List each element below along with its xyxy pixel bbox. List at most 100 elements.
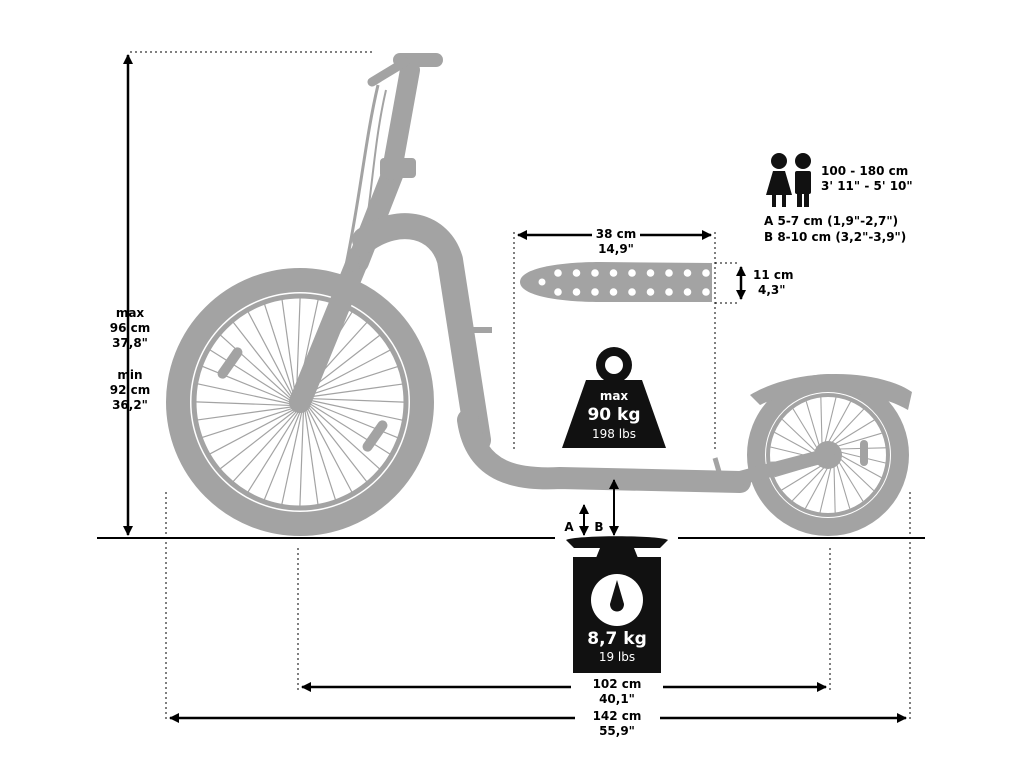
clearance-a-label: A — [564, 520, 574, 534]
spoke — [232, 410, 298, 483]
spoke — [209, 409, 294, 455]
spoke — [308, 404, 381, 470]
deck-hole — [609, 288, 618, 296]
spoke — [309, 403, 391, 455]
overall-length-dimension — [165, 492, 911, 723]
rider-height-cm: 100 - 180 cm — [821, 164, 909, 178]
spoke — [209, 349, 291, 401]
spoke — [820, 397, 823, 445]
deck-width-in: 4,3" — [758, 283, 786, 297]
height-dimension — [123, 51, 372, 536]
height-max-in: 37,8" — [112, 336, 148, 350]
deck-width-dimension — [715, 262, 746, 304]
deck-hole — [628, 269, 636, 277]
spoke — [197, 406, 292, 421]
wheelbase-in: 40,1" — [599, 692, 635, 706]
spoke — [827, 401, 852, 444]
spoke — [299, 411, 305, 507]
spoke — [305, 409, 337, 500]
spoke — [839, 454, 882, 479]
spoke — [833, 465, 836, 513]
spoke — [263, 411, 301, 500]
height-max-label: max — [115, 306, 145, 320]
spoke — [309, 401, 398, 439]
spoke — [833, 419, 875, 446]
female-icon — [766, 153, 792, 207]
male-icon — [795, 153, 811, 207]
spoke — [781, 418, 817, 453]
spoke — [830, 408, 865, 444]
deck-hole — [554, 288, 562, 296]
deck-hole — [572, 269, 581, 277]
deck-hole — [665, 269, 673, 277]
frame — [352, 213, 835, 493]
rider-icons — [766, 153, 811, 207]
spoke — [247, 311, 293, 396]
deck-hole — [538, 278, 546, 286]
spoke — [835, 463, 851, 509]
spoke — [804, 466, 829, 509]
deck-length-cm: 38 cm — [595, 227, 637, 241]
height-max-cm: 96 cm — [109, 321, 151, 335]
scooter-weight-lbs: 19 lbs — [598, 650, 636, 664]
deck-hole — [591, 288, 599, 296]
spoke — [836, 432, 882, 448]
deck-hole — [646, 269, 655, 277]
deck-hole — [591, 269, 599, 277]
spoke — [819, 466, 832, 513]
spoke — [308, 383, 403, 398]
clearance-b-label: B — [594, 520, 604, 534]
spoke — [281, 411, 303, 505]
spoke — [839, 457, 875, 492]
deck-hole — [554, 269, 562, 277]
deck-hole — [628, 288, 636, 296]
scooter-silhouette — [166, 53, 912, 536]
spoke — [309, 399, 403, 421]
spoke — [195, 401, 291, 407]
spoke — [219, 410, 296, 470]
spoke — [781, 464, 823, 491]
wheelbase-dimension — [297, 548, 831, 692]
spoke — [805, 401, 821, 447]
rider-height-in: 3' 11" - 5' 10" — [821, 179, 913, 193]
spoke — [792, 408, 819, 450]
spoke — [219, 334, 292, 400]
clearance-a-text: A 5-7 cm (1,9"-2,7") — [764, 214, 899, 228]
scooter-weight-kg: 8,7 kg — [587, 629, 647, 649]
height-min-in: 36,2" — [112, 398, 148, 412]
spoke — [791, 466, 826, 502]
spoke — [202, 365, 291, 403]
spoke — [281, 299, 296, 394]
spoke — [304, 410, 319, 505]
deck-hole — [702, 269, 710, 277]
deck-length-dimension — [513, 230, 716, 450]
deck-hole — [665, 288, 673, 296]
clearance-dimension — [579, 479, 619, 536]
spoke — [263, 304, 295, 395]
spoke — [307, 408, 353, 493]
deck-hole — [702, 288, 710, 296]
spoke — [308, 406, 368, 483]
wheelbase-cm: 102 cm — [592, 677, 642, 691]
deck-hole — [683, 288, 692, 296]
scale-icon — [566, 536, 668, 673]
overall-length-in: 55,9" — [599, 724, 635, 738]
spoke — [824, 397, 837, 444]
deck-top-view — [520, 262, 712, 302]
overall-length-cm: 142 cm — [592, 709, 642, 723]
clearance-b-text: B 8-10 cm (3,2"-3,9") — [764, 230, 907, 244]
deck-width-cm: 11 cm — [753, 268, 794, 282]
spoke — [232, 321, 292, 398]
spoke — [295, 297, 301, 393]
spoke — [197, 383, 291, 405]
spoke — [306, 349, 391, 395]
max-load-lbs: 198 lbs — [592, 427, 636, 441]
deck-length-in: 14,9" — [598, 242, 634, 256]
spoke — [307, 365, 398, 397]
deck-hole — [683, 269, 692, 277]
height-min-label: min — [117, 368, 143, 382]
max-load-kg: 90 kg — [587, 405, 641, 425]
weight-icon — [562, 347, 666, 448]
